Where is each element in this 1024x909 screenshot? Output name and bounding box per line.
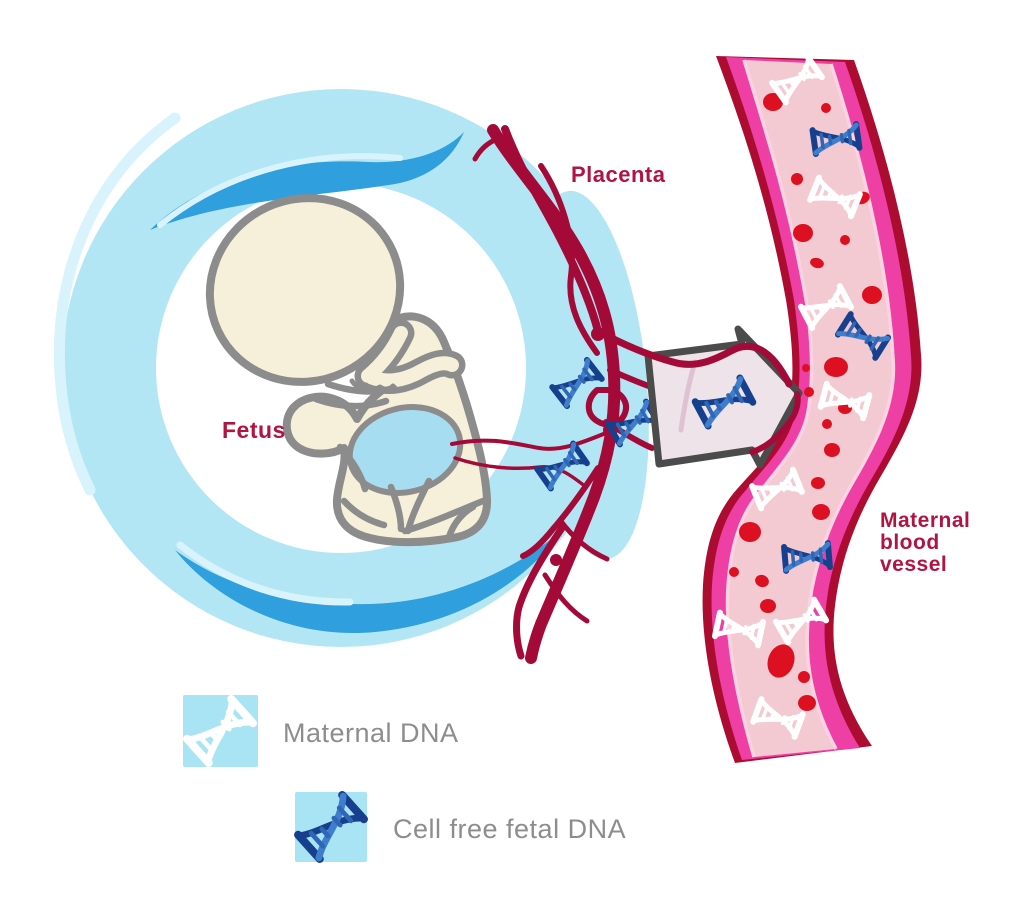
fetus-arm [361, 326, 459, 388]
bottom-crescent [175, 528, 565, 634]
legend: Maternal DNA Cell free fetal DNA [183, 695, 626, 863]
top-crescent [150, 132, 464, 230]
red-blood-cell [760, 599, 776, 613]
red-blood-cell [821, 103, 831, 113]
red-blood-cell [793, 224, 813, 242]
red-blood-cell [822, 419, 832, 429]
ring-highlight-bottom [176, 541, 354, 606]
fetal-dna-icon [294, 791, 368, 863]
vessel-dna-icons [711, 54, 892, 740]
maternal-dna-icon [749, 466, 805, 512]
red-blood-cell [824, 443, 840, 457]
maternal-dna-icon [183, 695, 257, 767]
legend-label-fetal: Cell free fetal DNA [393, 814, 626, 844]
maternal-dna-icon [797, 283, 855, 331]
placenta-label: Placenta [571, 162, 666, 187]
red-blood-cell [755, 574, 769, 588]
red-blood-cell [739, 522, 761, 542]
maternal-dna-icon [817, 380, 873, 422]
maternal-dna-icon [711, 609, 767, 649]
red-blood-cell [810, 257, 824, 269]
legend-label-maternal: Maternal DNA [283, 718, 459, 748]
fetal-dna-icon [534, 440, 590, 492]
maternal-dna-icon [769, 54, 825, 106]
red-blood-cell [862, 286, 882, 304]
transfer-arrow [596, 325, 803, 469]
fetus-figure [205, 194, 492, 547]
fetus-chest-line [312, 395, 390, 410]
fetal-dna-icon [294, 791, 368, 863]
fetal-dna-icon [691, 374, 757, 430]
red-blood-cell [811, 477, 825, 489]
fetus-label: Fetus [222, 417, 286, 443]
red-blood-cell [840, 235, 850, 245]
fetal-dna-icon [549, 356, 605, 410]
placenta-dna-icons [534, 356, 662, 492]
fetal-dna-icon [809, 121, 863, 157]
maternal-dna-icon [183, 695, 257, 767]
ring-highlight-outer [53, 112, 181, 496]
vessel-lumen [727, 60, 894, 757]
fetus-shin-line [401, 497, 487, 535]
red-blood-cell [802, 364, 810, 372]
fetus-head [205, 194, 405, 386]
red-blood-cell [763, 93, 783, 111]
fetus-foot-line [445, 503, 477, 541]
red-blood-cell [798, 671, 810, 683]
maternal-dna-icon [772, 596, 830, 646]
red-blood-cell [812, 504, 830, 520]
maternal-dna-icon [807, 174, 863, 220]
red-blood-cell [729, 567, 739, 577]
red-blood-cell [804, 387, 814, 397]
fetus-chin-line [324, 380, 398, 395]
red-blood-cell [767, 644, 795, 678]
red-blood-cell [798, 695, 816, 711]
fetal-dna-icon [834, 311, 892, 361]
fetus-leg-fold-1 [387, 483, 405, 533]
ring-highlight-top [157, 153, 403, 228]
arrow-crease [678, 359, 698, 433]
red-blood-cell [824, 357, 848, 377]
fetal-dna-icon [781, 540, 833, 574]
red-blood-cell [791, 173, 803, 185]
arrow-dna-icon [691, 374, 757, 430]
fetus-hip-line [336, 443, 369, 493]
vessel-inner-sheen-right [805, 63, 896, 750]
maternal-dna-icon [750, 696, 806, 740]
maternal-vessel [702, 54, 922, 763]
maternal-blood-vessel-label: Maternal blood vessel [880, 509, 975, 576]
fetus-buttock-line [340, 497, 388, 529]
